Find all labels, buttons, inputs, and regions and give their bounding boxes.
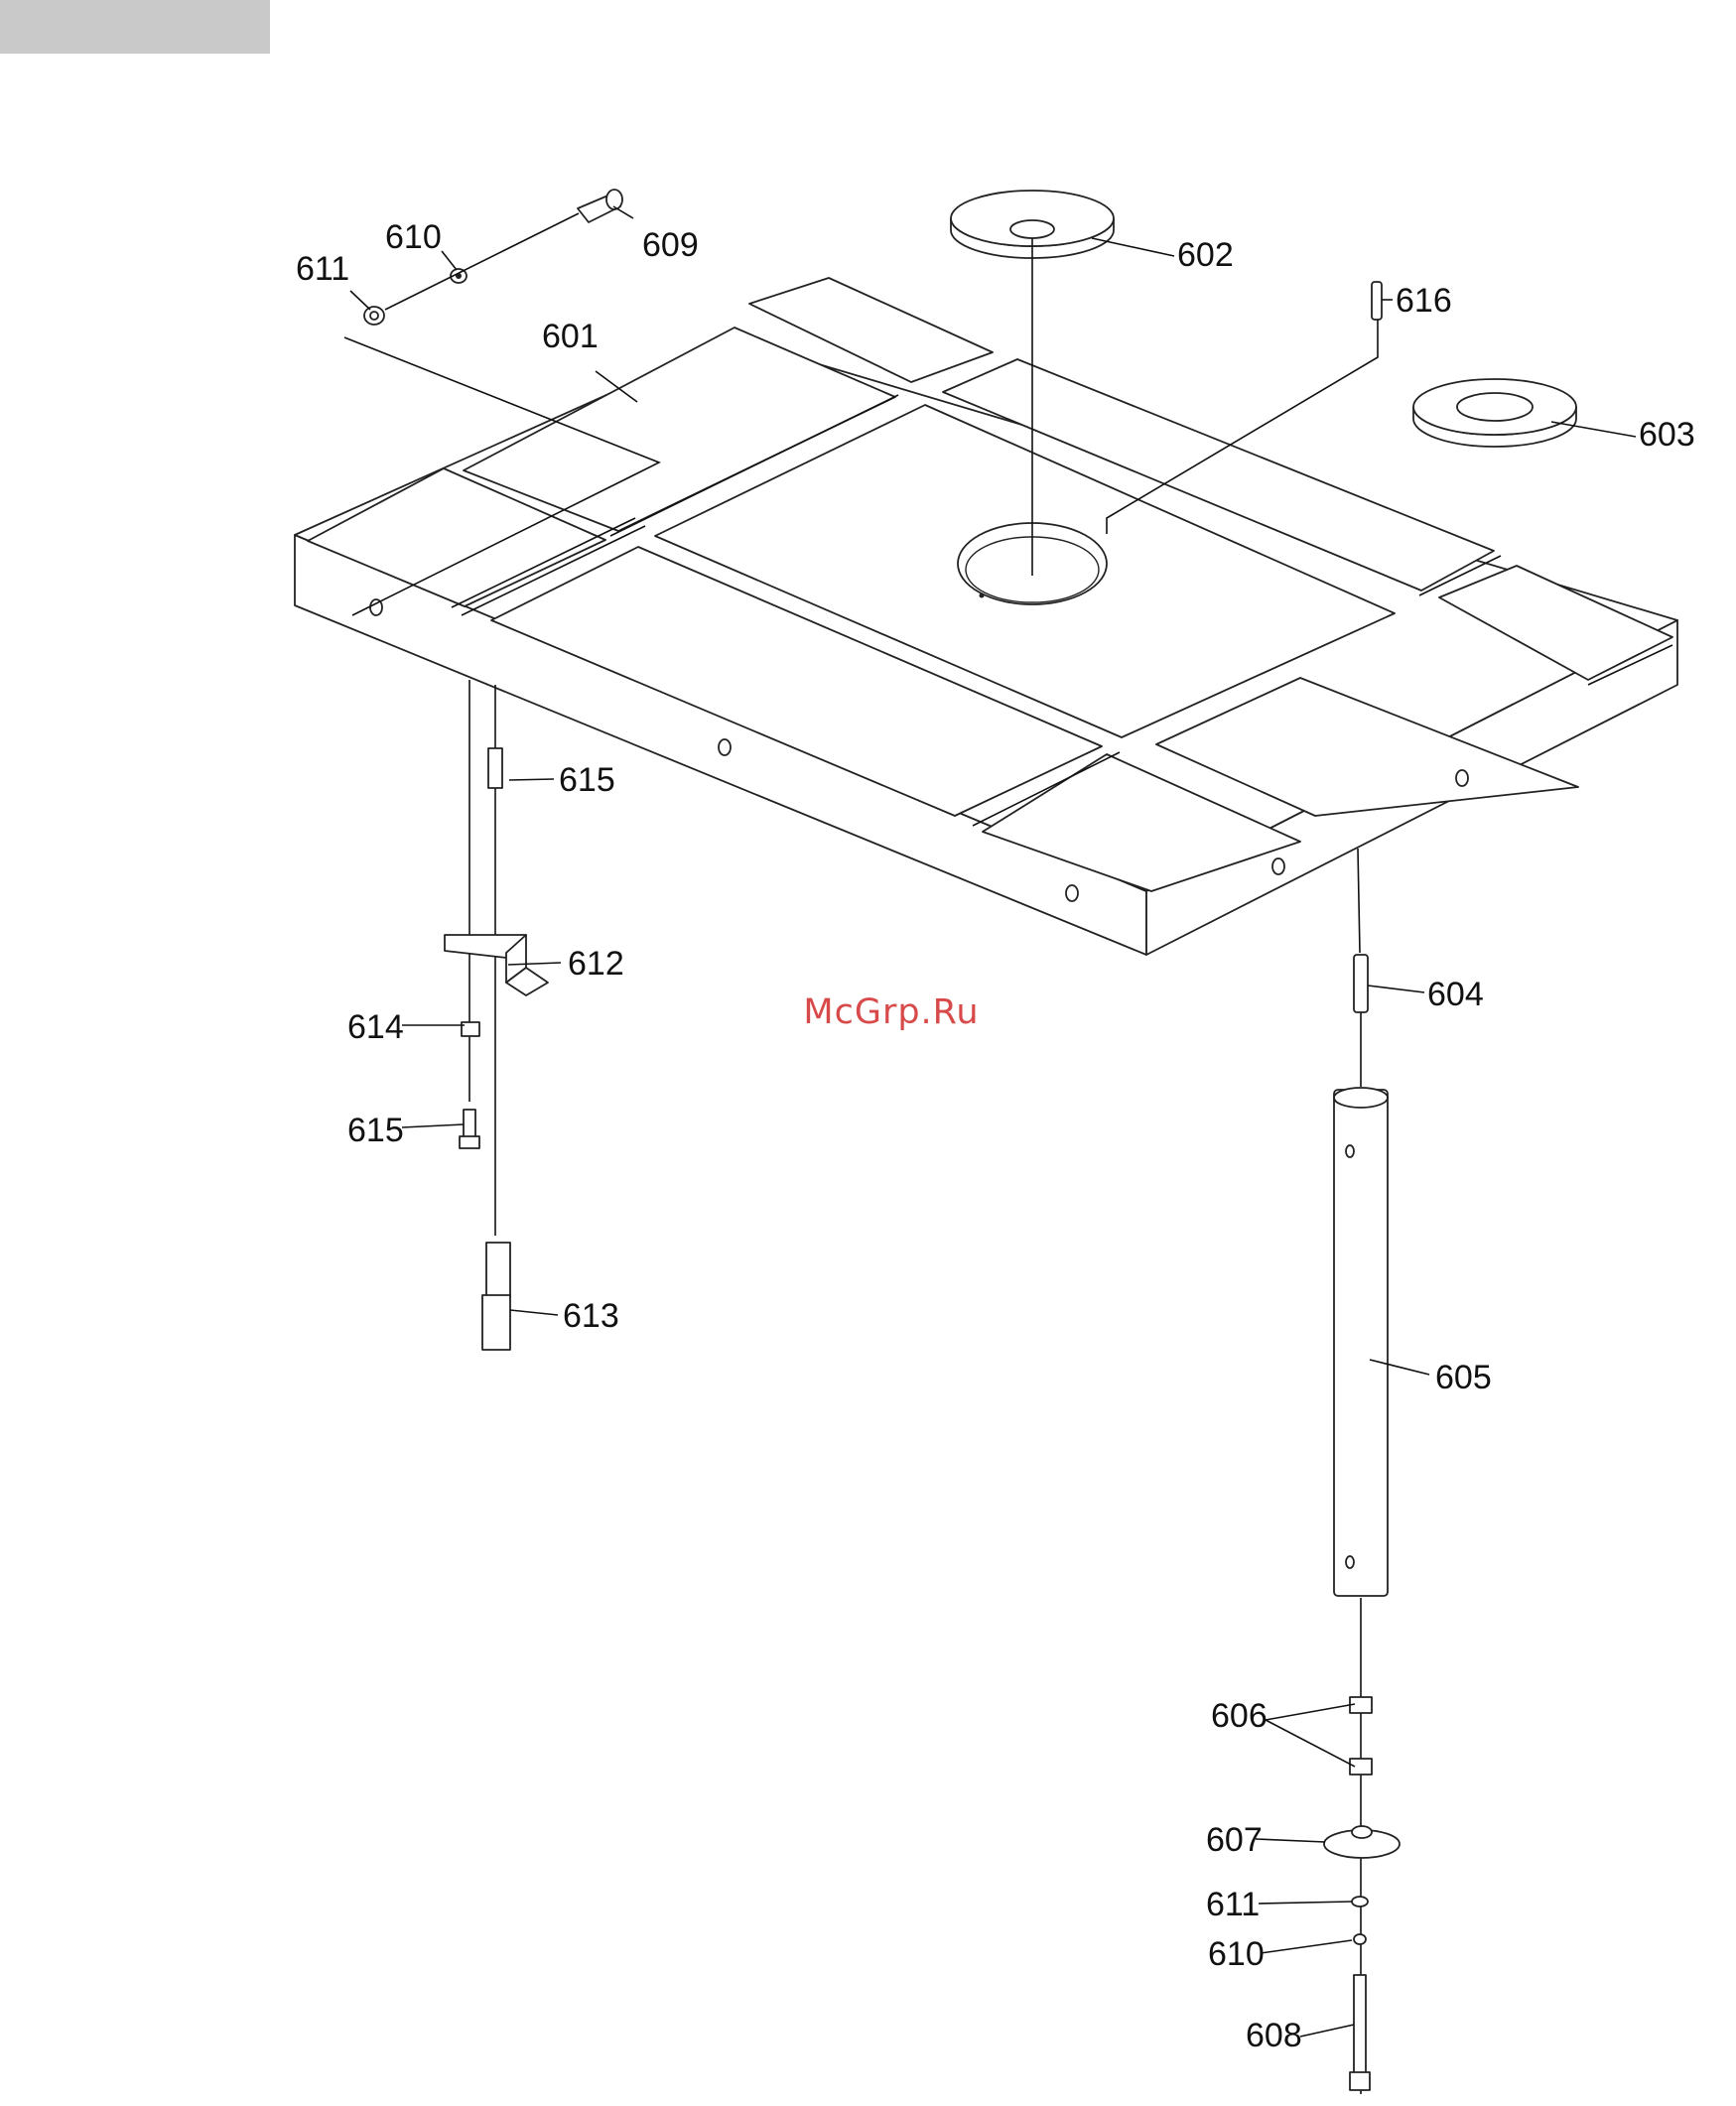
table-plate [295, 278, 1677, 955]
label-603: 603 [1639, 416, 1695, 454]
label-610-top: 610 [385, 218, 442, 256]
label-602: 602 [1177, 236, 1234, 274]
label-601: 601 [542, 318, 599, 355]
label-609: 609 [642, 226, 699, 264]
label-608: 608 [1246, 2017, 1302, 2054]
label-616: 616 [1396, 282, 1452, 320]
label-614: 614 [347, 1008, 404, 1046]
label-605: 605 [1435, 1359, 1492, 1396]
label-604: 604 [1427, 976, 1484, 1013]
label-613: 613 [563, 1297, 619, 1335]
label-606: 606 [1211, 1697, 1268, 1735]
right-assembly [1324, 849, 1400, 2094]
label-612: 612 [568, 945, 624, 983]
washer-603 [1413, 379, 1576, 447]
label-615-bottom: 615 [347, 1112, 404, 1149]
label-611-bottom: 611 [1206, 1886, 1260, 1923]
label-610-bottom: 610 [1208, 1935, 1265, 1973]
label-611-top: 611 [296, 250, 349, 288]
label-615-top: 615 [559, 761, 615, 799]
watermark-text: McGrp.Ru [772, 992, 1010, 1032]
label-607: 607 [1206, 1821, 1263, 1859]
